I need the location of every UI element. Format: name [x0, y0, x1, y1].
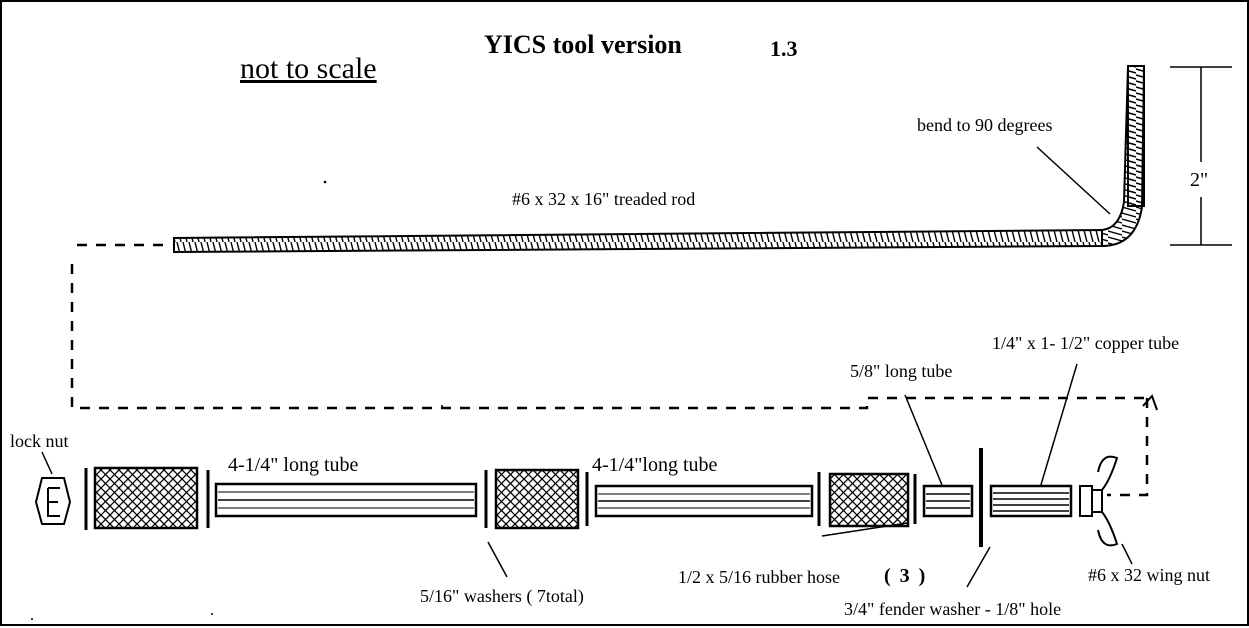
long-tube-2-label: 4-1/4"long tube: [592, 454, 718, 476]
copper-tube: [989, 484, 1073, 518]
threaded-rod-label: #6 x 32 x 16" treaded rod: [512, 189, 696, 209]
long-tube-1-label: 4-1/4" long tube: [228, 454, 359, 476]
long-tube-1: [214, 482, 478, 518]
washers-label: 5/16" washers ( 7total): [420, 586, 584, 606]
long-tube-2: [594, 484, 814, 518]
height-dimension: [1170, 66, 1232, 246]
washers: [84, 468, 917, 530]
rubber-hose-quantity: ( 3 ): [884, 565, 928, 587]
bend-label: bend to 90 degrees: [917, 115, 1053, 135]
scale-note: not to scale: [240, 52, 377, 85]
bend-height-label: 2": [1190, 169, 1209, 191]
threaded-rod: [173, 65, 1146, 254]
stray-marks: [31, 180, 443, 620]
lock-nut: [34, 477, 72, 525]
short-tube-label: 5/8" long tube: [850, 361, 953, 381]
assembly-dashed-path: [70, 243, 1149, 497]
rubber-hose-label: 1/2 x 5/16 rubber hose: [678, 567, 840, 587]
rubber-hose-2: [494, 468, 580, 530]
copper-tube-label: 1/4" x 1- 1/2" copper tube: [992, 333, 1180, 353]
short-tube: [922, 484, 974, 518]
fender-washer-label: 3/4" fender washer - 1/8" hole: [844, 599, 1062, 619]
wing-nut: [1079, 455, 1119, 547]
wing-nut-label: #6 x 32 wing nut: [1088, 565, 1211, 585]
version-number: 1.3: [770, 36, 798, 61]
dashed-path-arrowhead: [1142, 394, 1158, 411]
lock-nut-label: lock nut: [10, 431, 69, 451]
rubber-hose-3: [828, 472, 910, 528]
rubber-hose-1: [93, 466, 199, 530]
diagram-title: YICS tool version: [484, 30, 682, 59]
